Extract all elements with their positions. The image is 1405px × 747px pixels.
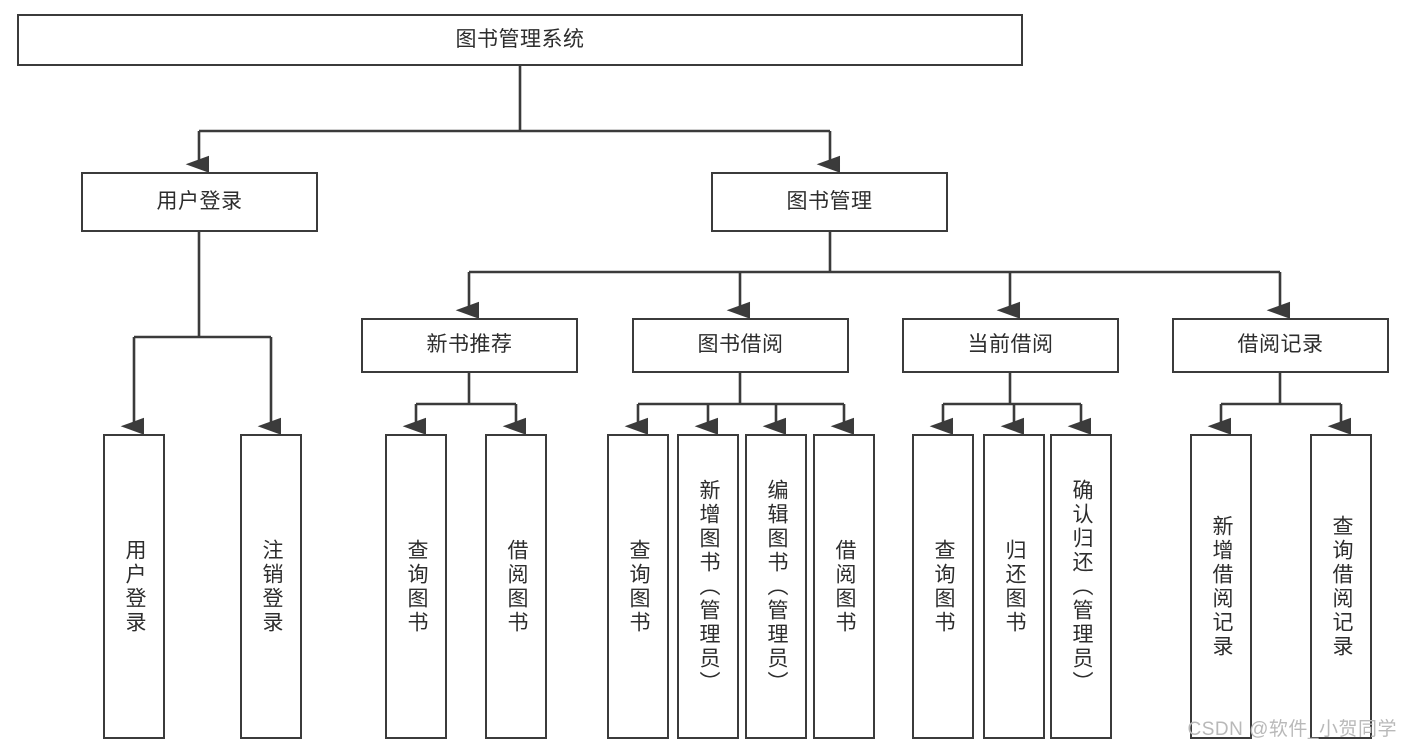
node-current-borrow[interactable]: 当前借阅 — [902, 318, 1119, 373]
node-leaf-confirm-return-label: 确认归还（管理员） — [1070, 478, 1094, 695]
node-leaf-query-book-2[interactable]: 查询图书 — [607, 434, 669, 739]
csdn-watermark: CSDN @软件_小贺同学 — [1187, 719, 1397, 740]
node-leaf-query-book-1[interactable]: 查询图书 — [385, 434, 447, 739]
node-user-login-label: 用户登录 — [156, 189, 243, 213]
node-leaf-logout[interactable]: 注销登录 — [240, 434, 302, 739]
node-leaf-confirm-return[interactable]: 确认归还（管理员） — [1050, 434, 1112, 739]
node-borrow-record[interactable]: 借阅记录 — [1172, 318, 1389, 373]
node-new-book-rec[interactable]: 新书推荐 — [361, 318, 578, 373]
node-new-book-rec-label: 新书推荐 — [426, 333, 513, 357]
node-borrow-record-label: 借阅记录 — [1237, 333, 1324, 357]
node-leaf-user-login[interactable]: 用户登录 — [103, 434, 165, 739]
node-user-login[interactable]: 用户登录 — [81, 172, 318, 232]
node-leaf-query-book-1-label: 查询图书 — [405, 538, 429, 635]
node-leaf-edit-book[interactable]: 编辑图书（管理员） — [745, 434, 807, 739]
node-leaf-borrow-book-2-label: 借阅图书 — [833, 538, 857, 635]
node-leaf-borrow-book-1[interactable]: 借阅图书 — [485, 434, 547, 739]
node-current-borrow-label: 当前借阅 — [967, 333, 1054, 357]
node-leaf-add-book[interactable]: 新增图书（管理员） — [677, 434, 739, 739]
node-book-borrow-label: 图书借阅 — [697, 333, 784, 357]
node-leaf-borrow-book-1-label: 借阅图书 — [505, 538, 529, 635]
node-leaf-edit-book-label: 编辑图书（管理员） — [765, 478, 789, 695]
node-leaf-user-login-label: 用户登录 — [123, 538, 147, 635]
node-root-label: 图书管理系统 — [455, 27, 585, 51]
node-book-borrow[interactable]: 图书借阅 — [632, 318, 849, 373]
node-leaf-return-book-label: 归还图书 — [1003, 538, 1027, 635]
node-leaf-return-book[interactable]: 归还图书 — [983, 434, 1045, 739]
node-leaf-query-record-label: 查询借阅记录 — [1330, 514, 1354, 659]
node-leaf-add-record-label: 新增借阅记录 — [1210, 514, 1234, 659]
node-leaf-query-book-2-label: 查询图书 — [627, 538, 651, 635]
node-leaf-add-book-label: 新增图书（管理员） — [697, 478, 721, 695]
node-leaf-add-record[interactable]: 新增借阅记录 — [1190, 434, 1252, 739]
node-leaf-logout-label: 注销登录 — [260, 538, 284, 635]
node-leaf-query-book-3[interactable]: 查询图书 — [912, 434, 974, 739]
node-root[interactable]: 图书管理系统 — [17, 14, 1023, 66]
node-leaf-query-record[interactable]: 查询借阅记录 — [1310, 434, 1372, 739]
node-book-manage[interactable]: 图书管理 — [711, 172, 948, 232]
node-book-manage-label: 图书管理 — [786, 189, 873, 213]
node-leaf-borrow-book-2[interactable]: 借阅图书 — [813, 434, 875, 739]
node-leaf-query-book-3-label: 查询图书 — [932, 538, 956, 635]
